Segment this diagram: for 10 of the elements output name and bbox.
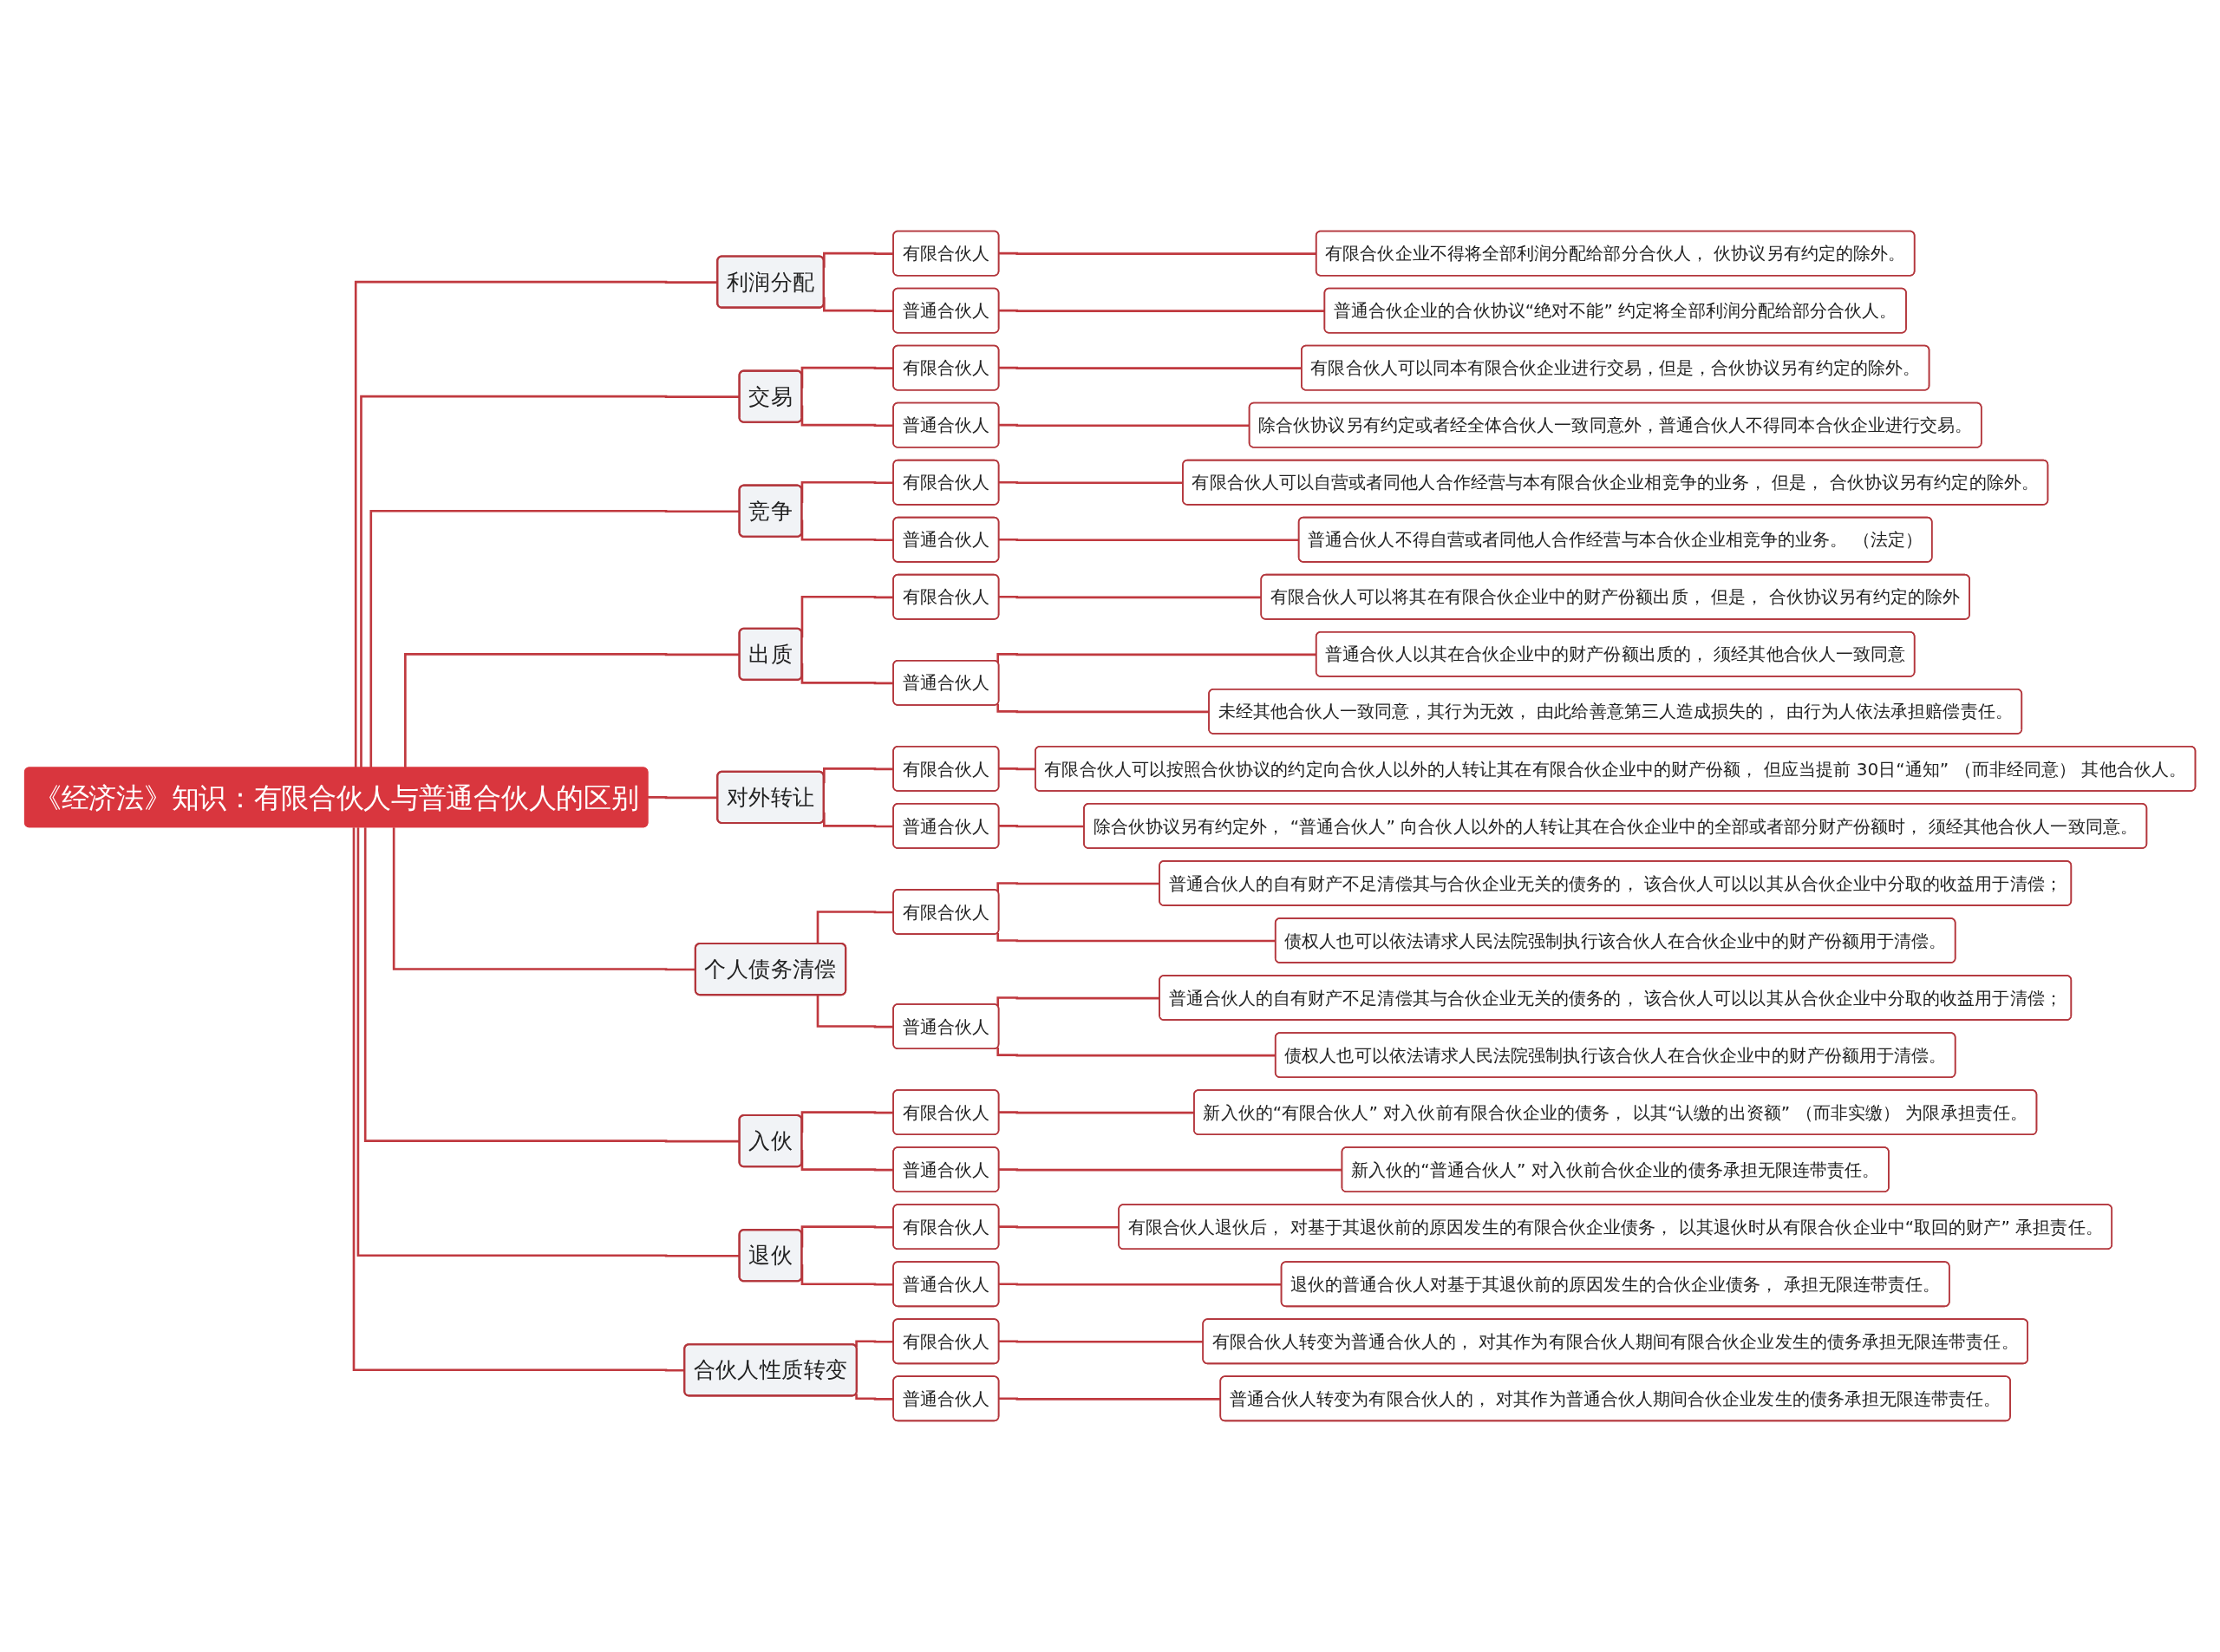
connector <box>816 995 894 1028</box>
connector <box>855 1340 894 1348</box>
connector <box>996 882 1160 892</box>
connector <box>354 280 718 768</box>
connector <box>647 796 718 800</box>
connector <box>352 827 685 1372</box>
connector <box>996 703 1210 714</box>
connector <box>816 911 894 944</box>
connector <box>855 1394 894 1401</box>
connector <box>996 996 1160 1007</box>
